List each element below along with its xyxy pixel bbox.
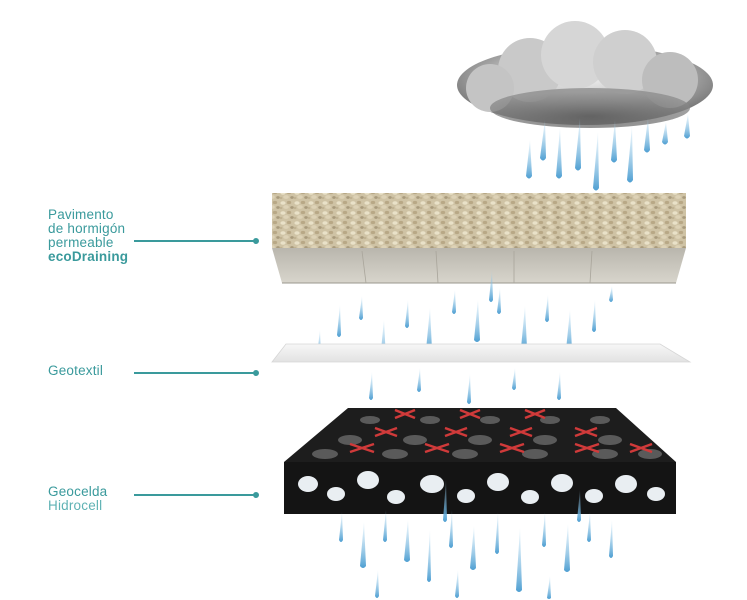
label-pavement-brand: ecoDraining <box>48 249 129 264</box>
label-pavement-line2: de hormigón <box>48 221 126 236</box>
rain-through-geocell <box>339 480 613 599</box>
label-geotextile: Geotextil <box>48 364 103 378</box>
label-pavement-line1: Pavimento <box>48 207 114 222</box>
permeable-concrete-slab <box>272 193 686 284</box>
rain-from-cloud <box>526 114 690 191</box>
leader-line-geotextile <box>134 370 259 376</box>
label-geotextile-line1: Geotextil <box>48 363 104 378</box>
geocell-grid <box>284 408 676 514</box>
leader-line-pavement <box>134 238 259 244</box>
label-pavement: Pavimento de hormigón permeable ecoDrain… <box>48 208 128 264</box>
rain-cloud <box>457 21 713 128</box>
label-geocell: Geocelda Hidrocell <box>48 485 107 513</box>
rain-through-slab <box>317 270 613 362</box>
rain-through-geotextile <box>369 368 561 404</box>
label-geocell-line1: Geocelda <box>48 484 108 499</box>
label-pavement-line3: permeable <box>48 235 114 250</box>
leader-line-geocell <box>134 492 259 498</box>
geotextile-sheet <box>271 343 692 363</box>
label-geocell-line2: Hidrocell <box>48 498 103 513</box>
